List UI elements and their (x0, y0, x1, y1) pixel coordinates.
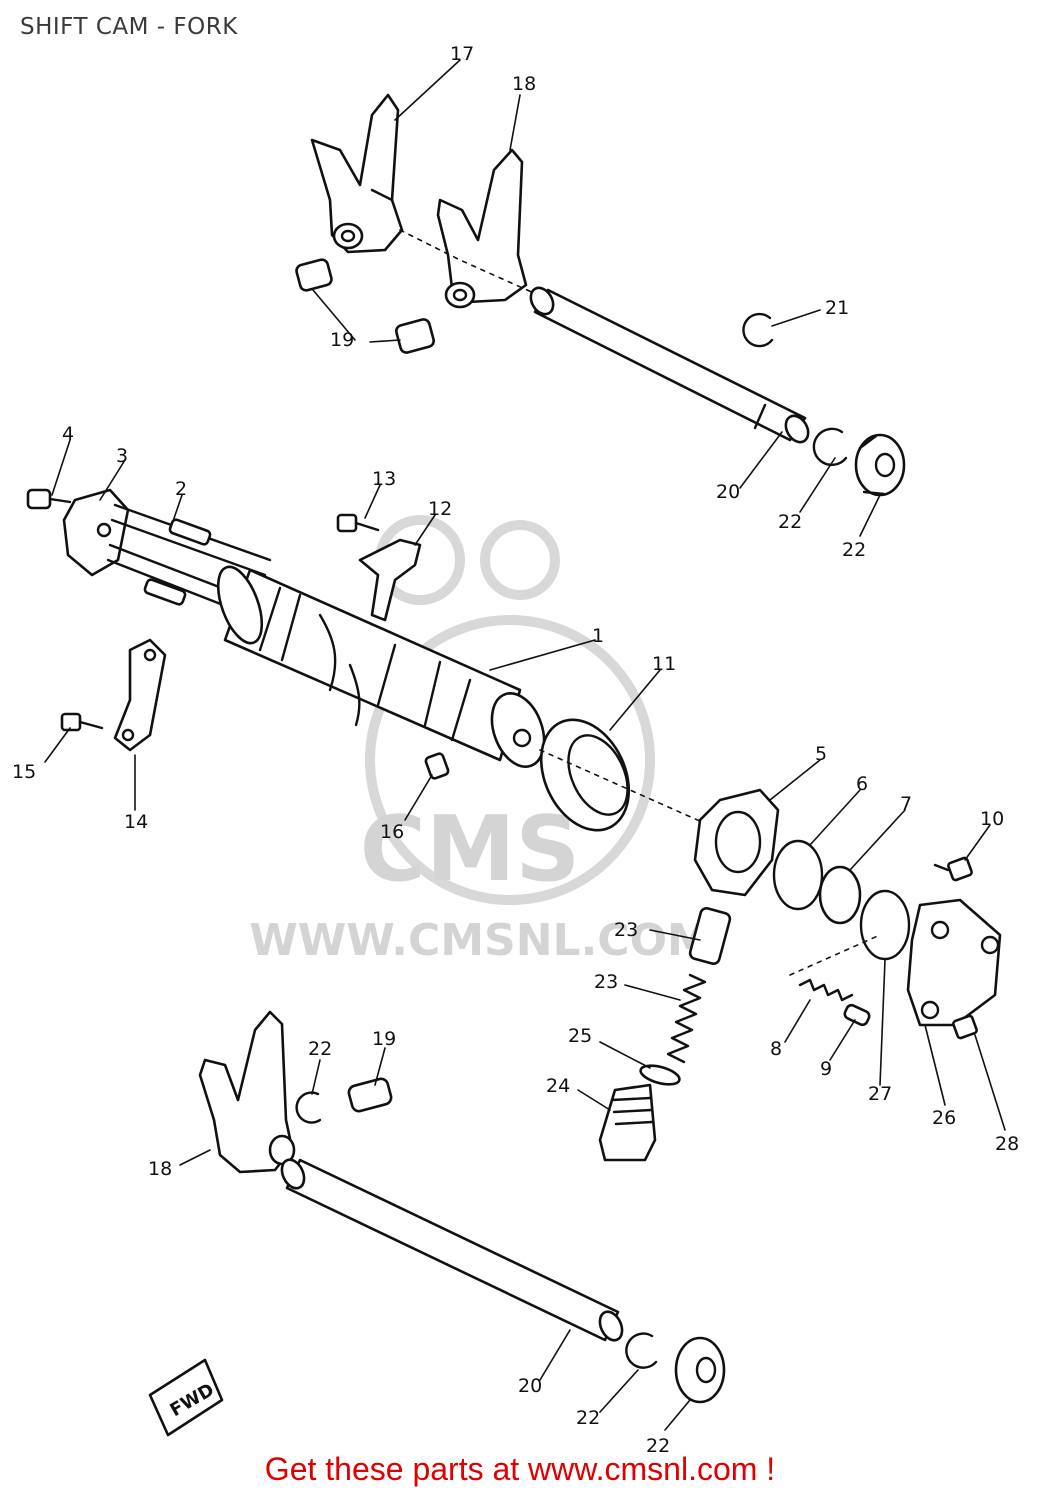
plunger-24 (688, 907, 732, 965)
callout-24: 23 (614, 919, 638, 941)
callout-16: 16 (380, 821, 404, 843)
callout-17: 17 (450, 43, 474, 65)
cover-28 (906, 898, 1002, 1027)
callout-19-upper: 19 (330, 329, 354, 351)
callout-18-upper: 18 (512, 73, 536, 95)
circlip-22-upper-a (742, 312, 774, 348)
pin-9 (843, 1003, 871, 1027)
callout-15: 15 (12, 761, 36, 783)
callout-22-lower-b: 22 (576, 1407, 600, 1429)
fork-17 (310, 93, 404, 254)
washer-7 (818, 865, 862, 925)
callout-19-lower: 19 (372, 1028, 396, 1050)
o-ring-6 (772, 839, 824, 911)
callout-27: 25 (568, 1025, 592, 1047)
callout-30: 28 (995, 1133, 1019, 1155)
callout-4: 4 (62, 423, 74, 445)
callout-2: 2 (175, 478, 187, 500)
callout-14: 14 (124, 811, 148, 833)
callout-12: 12 (428, 498, 452, 520)
callout-labels: 17 18 19 21 20 22 22 4 3 2 13 12 1 11 5 … (12, 43, 1019, 1457)
callout-28: 26 (932, 1107, 956, 1129)
leader-lines (44, 59, 1006, 1431)
watermark-brand: CMS (360, 797, 580, 902)
stopper-plate-14 (113, 638, 167, 752)
page-title: SHIFT CAM - FORK (20, 14, 238, 40)
spring-8 (798, 978, 854, 1002)
shift-cam-1 (216, 565, 546, 768)
callout-5: 5 (815, 743, 827, 765)
watermark-url: WWW.CMSNL.COM (249, 915, 711, 966)
callout-3: 3 (116, 445, 128, 467)
plug-26 (598, 1083, 657, 1162)
segment-5 (693, 788, 780, 897)
bolt-10 (933, 856, 973, 882)
watermark: CMS WWW.CMSNL.COM (249, 515, 711, 966)
callout-29: 27 (868, 1083, 892, 1105)
bearing-23-upper (854, 433, 906, 497)
callout-10: 10 (980, 808, 1004, 830)
callout-6: 6 (856, 773, 868, 795)
callout-18-lower: 18 (148, 1158, 172, 1180)
callout-21: 20 (716, 481, 740, 503)
callout-13: 13 (372, 468, 396, 490)
shaft-21 (529, 286, 810, 444)
circlip-22-upper-b (812, 427, 848, 467)
circlip-22-lower-b (625, 1332, 658, 1369)
callout-1: 1 (592, 625, 604, 647)
callout-26: 24 (546, 1075, 570, 1097)
callout-25: 23 (594, 971, 618, 993)
screw-13 (336, 513, 380, 533)
fork-18-upper (436, 148, 528, 309)
callout-20: 20 (518, 1375, 542, 1397)
bearing-23-lower (674, 1336, 726, 1404)
pins-19-upper (295, 258, 435, 354)
fork-18-lower (198, 1010, 296, 1174)
footer-link[interactable]: Get these parts at www.cmsnl.com ! (264, 1451, 776, 1487)
screw-30 (952, 1014, 978, 1040)
washer-27 (639, 1064, 681, 1086)
cam-gear-11 (539, 718, 631, 832)
o-ring-29 (859, 889, 911, 961)
pin-19-lower (347, 1077, 393, 1113)
spring-25 (666, 973, 707, 1064)
callout-11: 11 (652, 653, 676, 675)
pin-16 (424, 752, 450, 780)
callout-9: 9 (820, 1058, 832, 1080)
bolt-4 (26, 488, 72, 510)
callout-22-lower-a: 22 (308, 1038, 332, 1060)
fwd-marker: FWD (148, 1358, 224, 1437)
callout-22-upper-a: 21 (825, 297, 849, 319)
stopper-12 (358, 538, 422, 622)
callout-8: 8 (770, 1038, 782, 1060)
callout-23-lower: 22 (646, 1435, 670, 1457)
callout-22-upper-b: 22 (778, 511, 802, 533)
shaft-20 (280, 1158, 624, 1342)
screw-15 (60, 712, 104, 732)
callout-7: 7 (900, 793, 912, 815)
side-plate-3 (62, 488, 130, 577)
circlip-22-lower-a (295, 1091, 322, 1124)
pins-2 (106, 503, 272, 612)
callout-23-upper: 22 (842, 539, 866, 561)
